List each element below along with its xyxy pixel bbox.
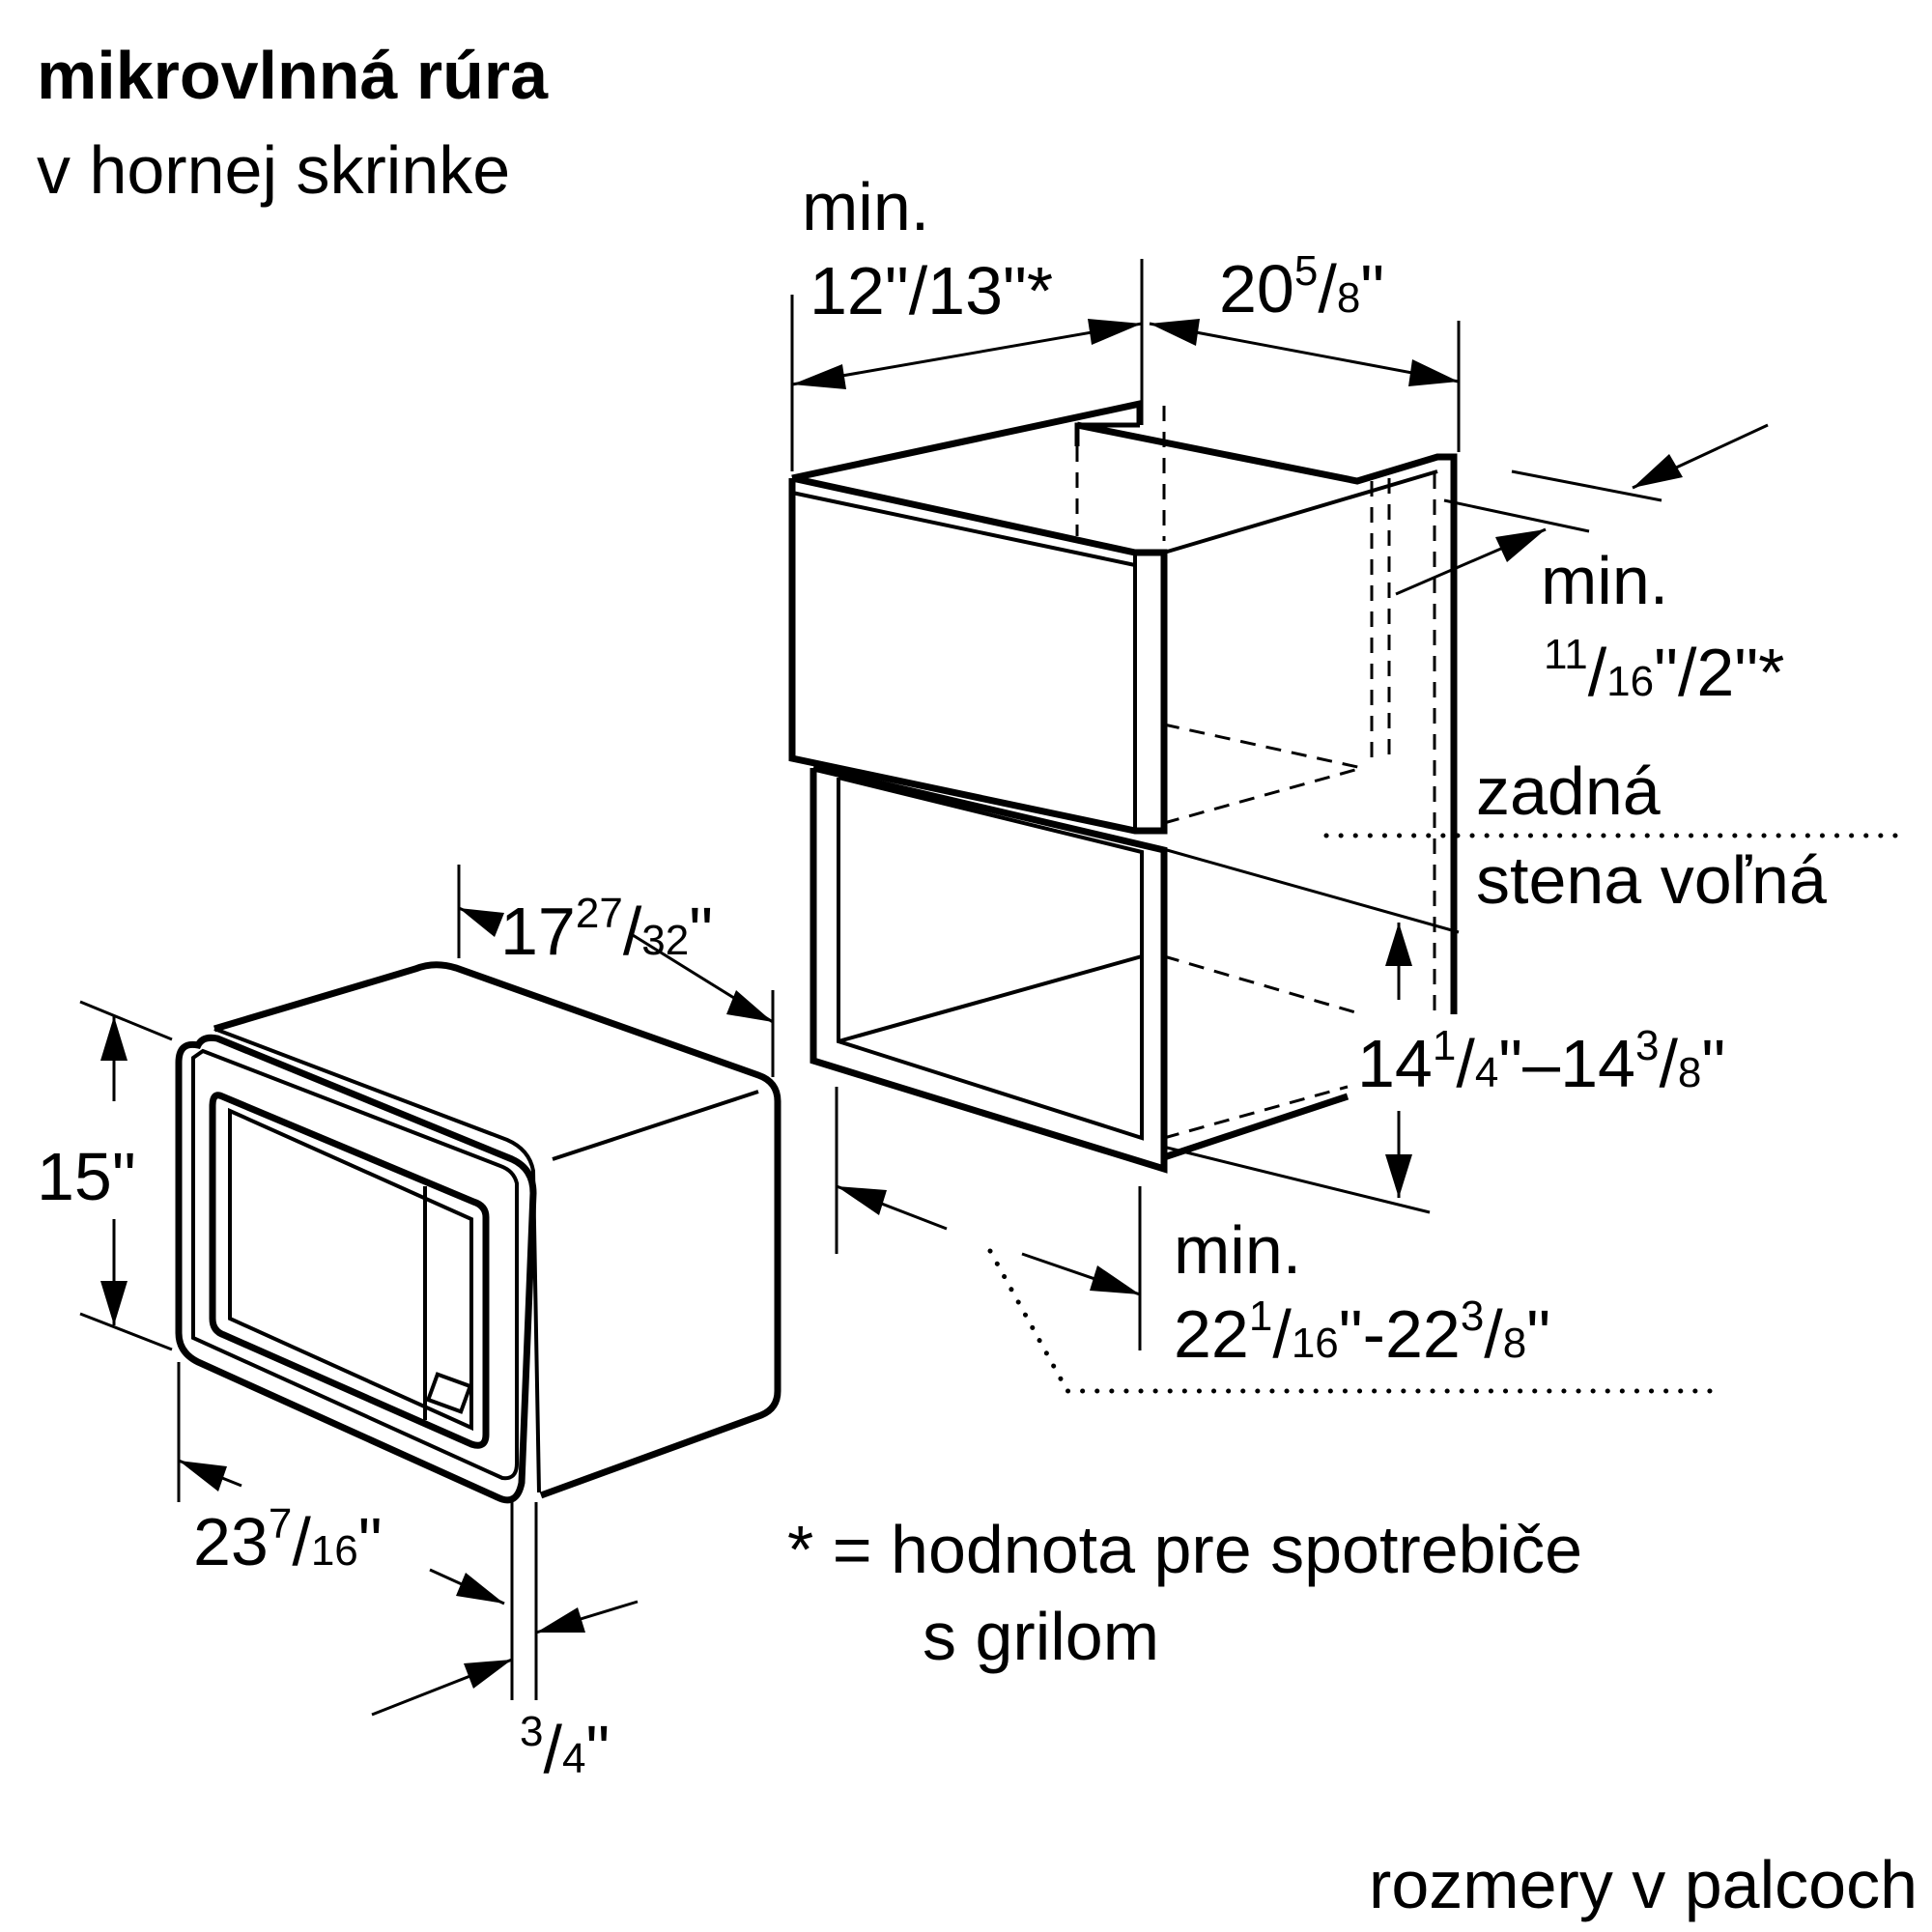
dim-rear-gap — [1395, 423, 1769, 596]
title-product: mikrovlnná rúra — [37, 38, 549, 113]
opening-width-value: 221/16"-223/8" — [1174, 1293, 1550, 1372]
frame-thickness-value: 3/4" — [520, 1708, 610, 1787]
dim-oven-width — [177, 1362, 505, 1605]
title-installation: v hornej skrinke — [37, 132, 510, 208]
microwave-drawing — [175, 961, 781, 1504]
dim-opening-height — [1166, 848, 1460, 1214]
opening-height-value: 141/4"–143/8" — [1357, 1022, 1725, 1101]
cabinet-width-value: 12"/13"* — [810, 253, 1053, 328]
oven-width-value: 237/16" — [193, 1500, 383, 1579]
rear-gap-value: 11/16"/2"* — [1544, 631, 1784, 710]
dim-oven-height — [79, 1000, 173, 1351]
opening-width-min-label: min. — [1174, 1212, 1301, 1288]
dim-opening-width — [835, 1087, 1142, 1350]
dim-cabinet-depth — [1149, 319, 1461, 452]
rear-wall-label-line2: stena voľná — [1476, 842, 1827, 918]
cabinet-width-min-label: min. — [802, 169, 929, 244]
rear-wall-label-line1: zadná — [1476, 753, 1661, 829]
oven-depth-value: 1727/32" — [500, 890, 713, 969]
dim-cabinet-width — [790, 259, 1144, 471]
grill-note-line2: s grilom — [923, 1599, 1159, 1674]
rear-gap-min-label: min. — [1541, 543, 1668, 618]
dim-frame-thickness — [371, 1502, 639, 1717]
cabinet-depth-value: 205/8" — [1219, 247, 1384, 327]
grill-note-line1: * = hodnota pre spotrebiče — [787, 1512, 1582, 1587]
dim-oven-depth — [457, 865, 775, 1077]
units-note: rozmery v palcoch — [1369, 1847, 1918, 1922]
oven-height-value: 15" — [37, 1139, 136, 1214]
